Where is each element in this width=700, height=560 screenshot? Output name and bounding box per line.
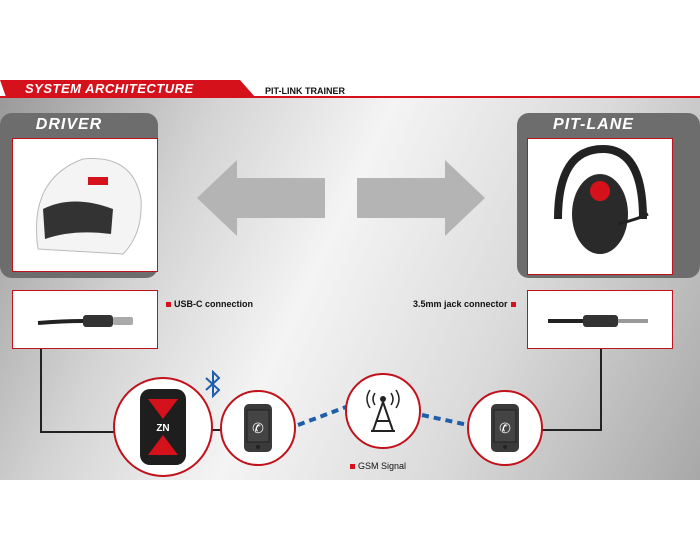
jack-cable-image [527, 290, 673, 349]
svg-text:✆: ✆ [252, 420, 264, 436]
antenna-tower-icon [366, 389, 400, 432]
gsm-tower [345, 373, 421, 449]
headset-icon [554, 144, 649, 254]
usb-c-icon [37, 315, 133, 327]
driver-phone: ✆ [220, 390, 296, 466]
remote-phone-link [210, 429, 222, 431]
gsm-link-left [297, 405, 347, 427]
arrow-left-icon [197, 160, 325, 236]
header-subtitle: PIT-LINK TRAINER [265, 86, 345, 96]
headset-image [527, 138, 673, 275]
arrow-right-icon [357, 160, 485, 236]
jack-connector-icon [548, 315, 648, 327]
header-title: SYSTEM ARCHITECTURE [25, 81, 194, 96]
helmet-image [12, 138, 158, 272]
header-rule [0, 96, 700, 98]
gsm-label: GSM Signal [347, 461, 406, 471]
driver-cable [40, 349, 42, 433]
gsm-link-right [421, 413, 469, 427]
bluetooth-icon [205, 370, 221, 398]
driver-cable-h [40, 431, 120, 433]
pitlane-title: PIT-LANE [553, 116, 634, 133]
driver-title: DRIVER [35, 116, 103, 133]
pit-link-remote: ZN [113, 377, 213, 477]
svg-text:✆: ✆ [499, 420, 511, 436]
pitlane-cable [600, 349, 602, 431]
usb-c-label: USB-C connection [163, 299, 253, 309]
remote-device-icon: ZN [140, 389, 186, 465]
phone-icon: ✆ [244, 404, 272, 452]
pitlane-phone: ✆ [467, 390, 543, 466]
phone-icon: ✆ [491, 404, 519, 452]
pitlane-cable-h [540, 429, 602, 431]
usb-c-cable-image [12, 290, 158, 349]
header-banner: SYSTEM ARCHITECTURE [0, 80, 255, 97]
helmet-icon [36, 158, 142, 255]
remote-logo: ZN [156, 423, 169, 434]
jack-label: 3.5mm jack connector [413, 299, 519, 309]
